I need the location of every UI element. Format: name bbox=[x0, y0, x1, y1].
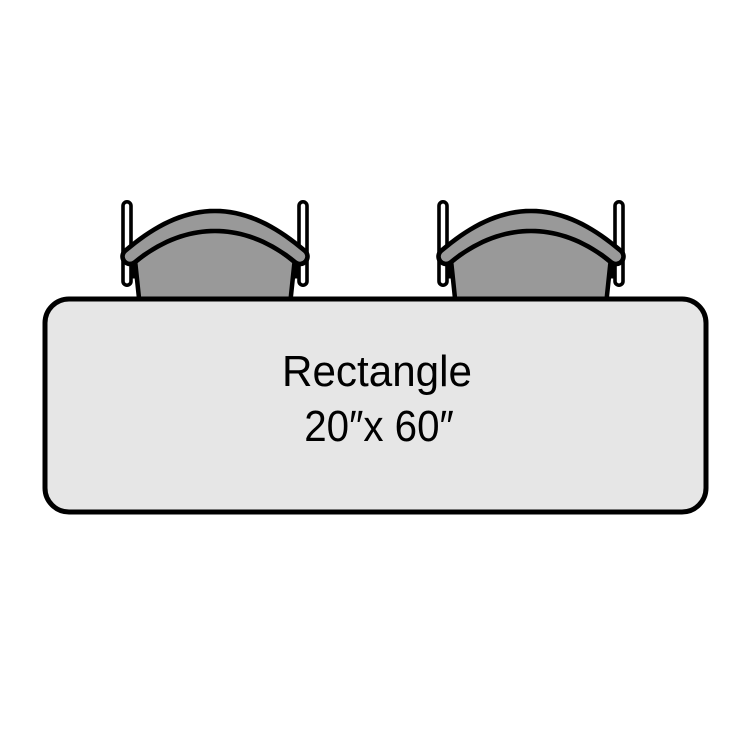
svg-text:20″x 60″: 20″x 60″ bbox=[304, 403, 454, 451]
svg-text:Rectangle: Rectangle bbox=[282, 348, 472, 396]
